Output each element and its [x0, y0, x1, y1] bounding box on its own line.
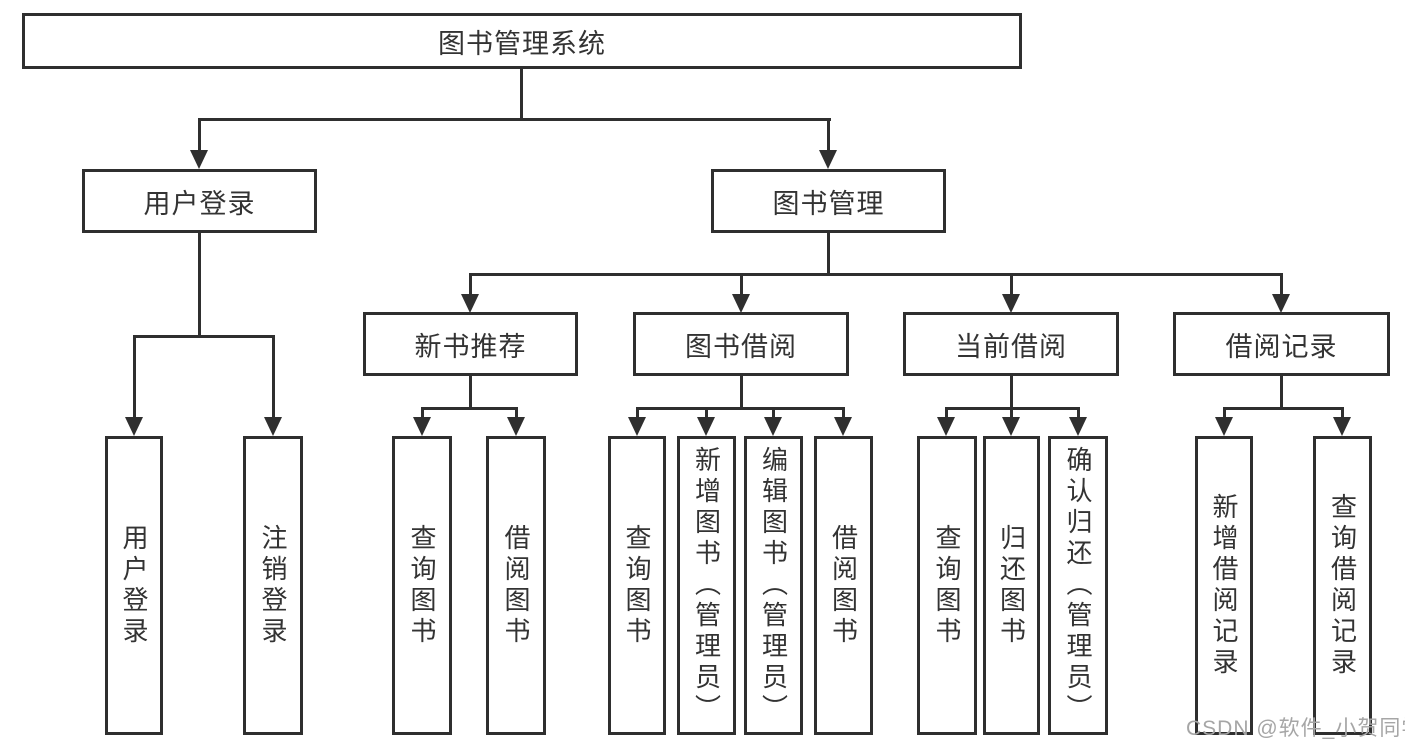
leaf-records-query: 查询借阅记录 — [1313, 436, 1372, 735]
leaf-current-confirm-label: 确认归还（管理员） — [1063, 446, 1093, 725]
leaf-current-return-label: 归还图书 — [996, 523, 1027, 648]
leaf-borrow-borrow: 借阅图书 — [814, 436, 873, 735]
connector-leaf — [515, 407, 518, 418]
connector-new-books-bar — [421, 407, 518, 410]
node-root: 图书管理系统 — [22, 13, 1022, 69]
connector-to-borrow-records — [1280, 273, 1283, 294]
csdn-watermark: CSDN @软件_小贺同学 — [1186, 717, 1405, 740]
connector-to-new-books — [469, 273, 472, 294]
arrowhead-book-borrow — [732, 294, 750, 313]
leaf-user-login-label: 用户登录 — [119, 523, 149, 648]
connector-to-book-borrow — [740, 273, 743, 294]
connector-book-mgmt-stub — [827, 233, 830, 273]
connector-leaf — [636, 407, 639, 418]
leaf-user-login: 用户登录 — [105, 436, 163, 735]
arrowhead-book-mgmt — [819, 150, 837, 169]
node-current-borrow-label: 当前借阅 — [955, 331, 1067, 362]
connector-leaf — [1010, 407, 1013, 418]
arrowhead-new-books — [461, 294, 479, 313]
arrowhead-leaf — [937, 417, 955, 436]
node-borrow-records: 借阅记录 — [1173, 312, 1390, 376]
connector-borrow-records-bar — [1223, 407, 1344, 410]
node-user-login-label: 用户登录 — [143, 188, 256, 219]
connector-user-login-bar — [133, 335, 275, 338]
leaf-borrow-query-label: 查询图书 — [622, 523, 652, 648]
connector-current-borrow-stub — [1010, 376, 1013, 407]
node-book-borrow: 图书借阅 — [633, 312, 849, 376]
connector-leaf — [772, 407, 775, 418]
leaf-newbooks-borrow: 借阅图书 — [486, 436, 546, 735]
node-borrow-records-label: 借阅记录 — [1225, 331, 1338, 362]
connector-to-logout-leaf — [272, 335, 275, 418]
connector-book-borrow-stub — [740, 376, 743, 407]
leaf-current-confirm: 确认归还（管理员） — [1048, 436, 1108, 735]
arrowhead-leaf — [507, 417, 525, 436]
leaf-records-query-label: 查询借阅记录 — [1327, 492, 1358, 679]
arrowhead-leaf — [1002, 417, 1020, 436]
leaf-borrow-edit-label: 编辑图书（管理员） — [758, 446, 789, 725]
connector-level2-bar — [469, 273, 1283, 276]
node-book-borrow-label: 图书借阅 — [685, 331, 797, 362]
node-user-login: 用户登录 — [82, 169, 317, 233]
node-current-borrow: 当前借阅 — [903, 312, 1119, 376]
node-new-books: 新书推荐 — [363, 312, 578, 376]
connector-borrow-records-stub — [1280, 376, 1283, 407]
connector-to-book-mgmt — [827, 118, 830, 151]
arrowhead-login-leaf — [125, 417, 143, 436]
leaf-borrow-query: 查询图书 — [608, 436, 666, 735]
connector-level1-bar — [198, 118, 831, 121]
connector-leaf — [1223, 407, 1226, 418]
leaf-newbooks-query: 查询图书 — [392, 436, 452, 735]
node-root-label: 图书管理系统 — [438, 28, 606, 59]
leaf-newbooks-borrow-label: 借阅图书 — [501, 523, 531, 648]
arrowhead-borrow-records — [1272, 294, 1290, 313]
arrowhead-logout-leaf — [264, 417, 282, 436]
connector-leaf — [705, 407, 708, 418]
connector-user-login-stub — [198, 233, 201, 335]
arrowhead-leaf — [628, 417, 646, 436]
leaf-current-return: 归还图书 — [983, 436, 1040, 735]
leaf-records-add: 新增借阅记录 — [1195, 436, 1253, 735]
node-new-books-label: 新书推荐 — [414, 331, 527, 362]
arrowhead-leaf — [697, 417, 715, 436]
leaf-current-query-label: 查询图书 — [932, 523, 962, 648]
arrowhead-current-borrow — [1002, 294, 1020, 313]
leaf-borrow-add: 新增图书（管理员） — [677, 436, 736, 735]
leaf-current-query: 查询图书 — [917, 436, 977, 735]
connector-root-stub — [520, 69, 523, 118]
leaf-logout-label: 注销登录 — [258, 523, 288, 648]
connector-leaf — [945, 407, 948, 418]
connector-leaf — [1077, 407, 1080, 418]
node-book-mgmt: 图书管理 — [711, 169, 946, 233]
arrowhead-leaf — [1069, 417, 1087, 436]
connector-new-books-stub — [469, 376, 472, 407]
arrowhead-user-login — [190, 150, 208, 169]
connector-leaf — [1341, 407, 1344, 418]
connector-to-user-login — [198, 118, 201, 151]
arrowhead-leaf — [413, 417, 431, 436]
arrowhead-leaf — [1333, 417, 1351, 436]
arrowhead-leaf — [1215, 417, 1233, 436]
leaf-newbooks-query-label: 查询图书 — [407, 523, 437, 648]
arrowhead-leaf — [834, 417, 852, 436]
leaf-borrow-add-label: 新增图书（管理员） — [691, 446, 722, 725]
arrowhead-leaf — [764, 417, 782, 436]
leaf-borrow-edit: 编辑图书（管理员） — [744, 436, 803, 735]
leaf-borrow-borrow-label: 借阅图书 — [828, 523, 859, 648]
node-book-mgmt-label: 图书管理 — [772, 188, 885, 219]
connector-to-login-leaf — [133, 335, 136, 418]
leaf-logout: 注销登录 — [243, 436, 303, 735]
connector-to-current-borrow — [1010, 273, 1013, 294]
connector-book-borrow-bar — [636, 407, 845, 410]
connector-leaf — [842, 407, 845, 418]
leaf-records-add-label: 新增借阅记录 — [1209, 492, 1239, 679]
connector-leaf — [421, 407, 424, 418]
